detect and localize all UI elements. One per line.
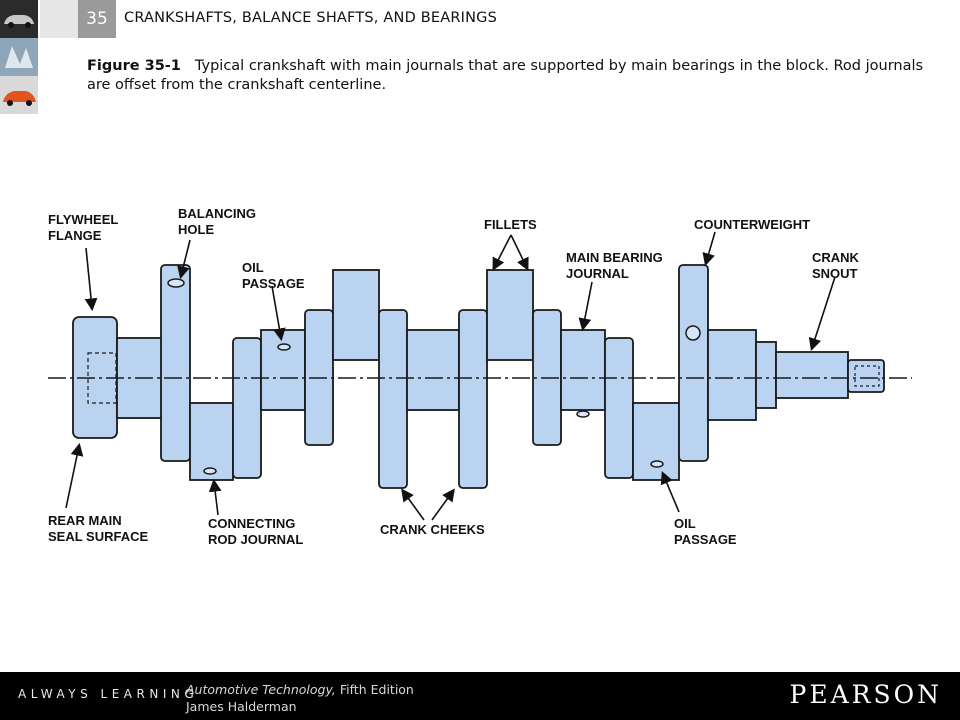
label-flywheel-flange: FLYWHEEL FLANGE bbox=[48, 212, 122, 243]
label-crank-cheeks: CRANK CHEEKS bbox=[380, 522, 485, 537]
label-connecting-rod-journal: CONNECTING ROD JOURNAL bbox=[208, 516, 303, 547]
crankshaft-segment bbox=[755, 341, 777, 409]
crankshaft-segment bbox=[406, 329, 460, 411]
crankshaft-segment bbox=[160, 264, 191, 462]
label-counterweight: COUNTERWEIGHT bbox=[694, 217, 810, 232]
book-edition: Fifth Edition bbox=[339, 682, 414, 697]
book-author: James Halderman bbox=[186, 699, 297, 714]
counterweight-hole bbox=[685, 325, 701, 341]
crankshaft-segment bbox=[847, 359, 885, 393]
crankshaft-body bbox=[72, 264, 885, 489]
crankshaft-segment bbox=[632, 402, 680, 481]
figure-caption-text: Typical crankshaft with main journals th… bbox=[87, 58, 924, 93]
crankshaft-segment bbox=[560, 329, 606, 411]
oil-passage-hole bbox=[576, 410, 590, 418]
label-fillets: FILLETS bbox=[484, 217, 537, 232]
crankshaft-segment bbox=[260, 329, 306, 411]
crankshaft-segment bbox=[486, 269, 534, 361]
publisher-logo: PEARSON bbox=[789, 680, 942, 709]
crankshaft-segment bbox=[332, 269, 380, 361]
figure-label: Figure 35-1 bbox=[87, 58, 181, 74]
header-thumbnails bbox=[0, 0, 40, 115]
footer-tagline: ALWAYS LEARNING bbox=[18, 687, 199, 701]
car-thumbnail-orange bbox=[0, 76, 38, 114]
label-oil-passage-bottom: OIL PASSAGE bbox=[674, 516, 737, 547]
crankshaft-segment bbox=[707, 329, 757, 421]
balancing-hole bbox=[167, 278, 185, 288]
crankshaft-segment bbox=[232, 337, 262, 479]
car-thumbnail-silver bbox=[0, 0, 38, 38]
engine-thumbnail bbox=[0, 38, 38, 76]
label-balancing-hole: BALANCING HOLE bbox=[178, 206, 260, 237]
crankshaft-segment bbox=[458, 309, 488, 489]
book-title: Automotive Technology, bbox=[186, 682, 336, 697]
label-main-bearing-journal: MAIN BEARING JOURNAL bbox=[566, 250, 666, 281]
crankshaft-diagram: FLYWHEEL FLANGE BALANCING HOLE OIL PASSA… bbox=[48, 206, 912, 547]
book-info: Automotive Technology, Fifth Edition Jam… bbox=[186, 681, 414, 715]
crankshaft-segment bbox=[775, 351, 849, 399]
label-oil-passage-top: OIL PASSAGE bbox=[242, 260, 305, 291]
footer-bar: ALWAYS LEARNING Automotive Technology, F… bbox=[0, 672, 960, 720]
crankshaft-segment bbox=[604, 337, 634, 479]
leader-arrows bbox=[65, 231, 836, 521]
oil-passage-hole bbox=[203, 467, 217, 475]
label-rear-main-seal-surface: REAR MAIN SEAL SURFACE bbox=[48, 513, 148, 544]
oil-passage-hole bbox=[277, 343, 291, 351]
crankshaft-segment bbox=[378, 309, 408, 489]
chapter-number-badge: 35 bbox=[78, 0, 116, 38]
header-spacer bbox=[40, 0, 78, 38]
label-crank-snout: CRANK SNOUT bbox=[812, 250, 863, 281]
oil-passage-hole bbox=[650, 460, 664, 468]
crankshaft-segment bbox=[678, 264, 709, 462]
chapter-title: CRANKSHAFTS, BALANCE SHAFTS, AND BEARING… bbox=[124, 10, 498, 26]
